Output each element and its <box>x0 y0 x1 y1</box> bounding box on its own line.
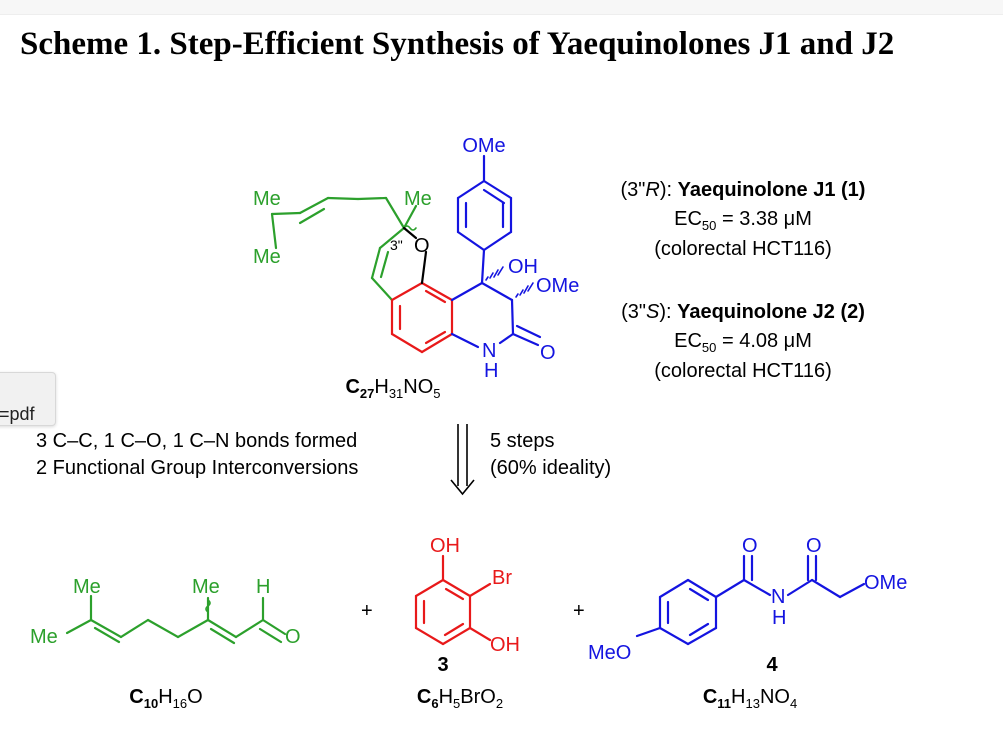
target-h: H <box>484 360 498 382</box>
target-blue-bonds <box>450 154 542 349</box>
phenol-br: Br <box>492 567 512 589</box>
target-ome-side: OMe <box>536 275 579 297</box>
target-black-bonds <box>402 226 428 285</box>
target-o-ring: O <box>414 235 430 257</box>
aldehyde-bonds <box>65 594 287 645</box>
aldehyde-labels: Me Me Me H O <box>30 576 301 648</box>
j1-description: (3"R): Yaequinolone J1 (1) EC50 = 3.38 μ… <box>621 179 866 260</box>
pdf-side-tab-label: =pdf <box>0 404 35 424</box>
plus-sign-2: + <box>573 600 585 622</box>
steps-line-1: 5 steps <box>490 430 554 452</box>
steps-line-2: (60% ideality) <box>490 457 611 479</box>
j1-cell-line: (colorectal HCT116) <box>654 238 831 260</box>
target-me-ring: Me <box>404 188 432 210</box>
target-green-bonds <box>270 196 418 302</box>
target-position-label: 3" <box>390 237 403 253</box>
phenol-oh-bottom: OH <box>490 634 520 656</box>
imide-compound-number: 4 <box>766 654 778 676</box>
target-red-ring <box>390 281 454 354</box>
imide-formula: C11H13NO4 <box>703 686 797 711</box>
target-labels: OMe Me Me Me 3" O OH OMe N H O <box>253 135 579 382</box>
phenol-formula: C6H5BrO2 <box>417 686 503 711</box>
target-me-left-bottom: Me <box>253 246 281 268</box>
target-oh: OH <box>508 256 538 278</box>
bonds-line-1: 3 C–C, 1 C–O, 1 C–N bonds formed <box>36 430 357 452</box>
aldehyde-me-mid: Me <box>192 576 220 598</box>
target-me-left-top: Me <box>253 188 281 210</box>
target-wavy-bond <box>403 225 417 231</box>
plus-sign-1: + <box>361 600 373 622</box>
aldehyde-me-left: Me <box>30 626 58 648</box>
imide-o2: O <box>806 535 822 557</box>
browser-top-strip <box>0 0 1003 15</box>
target-molecule <box>270 154 542 354</box>
imide-o1: O <box>742 535 758 557</box>
bonds-summary: 3 C–C, 1 C–O, 1 C–N bonds formed 2 Funct… <box>36 430 358 479</box>
imide-bonds <box>635 554 866 646</box>
scheme-title: Scheme 1. Step-Efficient Synthesis of Ya… <box>20 26 895 62</box>
j1-name-line: (3"R): Yaequinolone J1 (1) <box>621 179 866 201</box>
imide-labels: O O N H OMe MeO <box>588 535 907 664</box>
imide-ome: OMe <box>864 572 907 594</box>
steps-summary: 5 steps (60% ideality) <box>490 430 611 479</box>
aldehyde-h: H <box>256 576 270 598</box>
target-formula: C27H31NO5 <box>345 376 440 401</box>
j2-description: (3"S): Yaequinolone J2 (2) EC50 = 4.08 μ… <box>621 301 865 382</box>
aldehyde-o: O <box>285 626 301 648</box>
pdf-side-tab[interactable]: =pdf <box>0 372 56 426</box>
phenol-compound-number: 3 <box>437 654 448 676</box>
target-hashed-bonds <box>485 266 534 298</box>
j2-name-line: (3"S): Yaequinolone J2 (2) <box>621 301 865 323</box>
target-ome-top: OMe <box>462 135 505 157</box>
bonds-line-2: 2 Functional Group Interconversions <box>36 457 358 479</box>
phenol-bonds <box>414 554 492 646</box>
imide-n: N <box>771 586 785 608</box>
target-n: N <box>482 340 496 362</box>
target-carbonyl-o: O <box>540 342 556 364</box>
j2-cell-line: (colorectal HCT116) <box>654 360 831 382</box>
aldehyde-formula: C10H16O <box>129 686 202 711</box>
aldehyde-me-top-left: Me <box>73 576 101 598</box>
phenol-oh-top: OH <box>430 535 460 557</box>
j2-ec50: EC50 = 4.08 μM <box>674 330 812 355</box>
imide-meo: MeO <box>588 642 631 664</box>
imide-h: H <box>772 607 786 629</box>
phenol-labels: OH Br OH <box>430 535 520 656</box>
aldehyde-wavy-bond <box>205 599 211 613</box>
retrosynthesis-arrow <box>450 424 475 496</box>
j1-ec50: EC50 = 3.38 μM <box>674 208 812 233</box>
